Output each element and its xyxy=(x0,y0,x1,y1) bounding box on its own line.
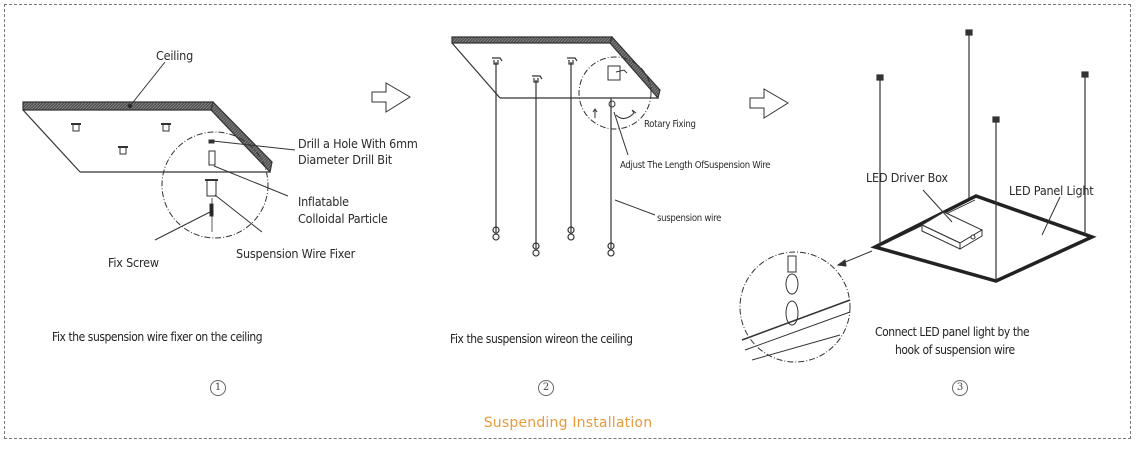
step2-detail-circle xyxy=(578,56,656,216)
step1-ceiling xyxy=(22,61,273,174)
step1-number: 1 xyxy=(210,380,226,396)
step3-caption-line2: hook of suspension wire xyxy=(895,342,1015,357)
step3-driver-box xyxy=(920,189,1061,250)
step3-panel xyxy=(870,194,1097,283)
label-ceiling: Ceiling xyxy=(156,48,194,63)
step2-number: 2 xyxy=(538,380,554,396)
label-adjust-length: Adjust The Length OfSuspension Wire xyxy=(620,160,771,171)
step2-ceiling xyxy=(451,35,661,100)
diagram-title: Suspending Installation xyxy=(483,415,653,431)
step3-detail-circle xyxy=(739,250,873,363)
step2-wires xyxy=(492,57,615,257)
step3-number: 3 xyxy=(952,380,968,396)
label-driver-box: LED Driver Box xyxy=(866,170,948,185)
arrow-right-icon xyxy=(371,82,411,113)
label-inflatable-line1: Inflatable xyxy=(298,194,349,209)
label-fix-screw: Fix Screw xyxy=(108,255,159,270)
label-suspension-wire: suspension wire xyxy=(657,213,722,224)
label-inflatable-line2: Colloidal Particle xyxy=(298,211,388,226)
label-wire-fixer: Suspension Wire Fixer xyxy=(236,246,355,261)
diagram-frame xyxy=(4,4,1131,439)
label-drill-line1: Drill a Hole With 6mm xyxy=(298,136,418,151)
label-drill-line2: Diameter Drill Bit xyxy=(298,152,392,167)
arrow-right-icon xyxy=(749,88,789,119)
step1-caption: Fix the suspension wire fixer on the cei… xyxy=(52,329,263,344)
step1-anchors xyxy=(71,123,171,155)
label-rotary-fixing: Rotary Fixing xyxy=(644,119,696,130)
step3-wires xyxy=(876,29,1089,280)
label-panel-light: LED Panel Light xyxy=(1009,183,1094,198)
step1-detail-circle xyxy=(154,131,296,241)
step3-caption-line1: Connect LED panel light by the xyxy=(875,324,1030,339)
step2-caption: Fix the suspension wireon the ceiling xyxy=(450,331,633,346)
